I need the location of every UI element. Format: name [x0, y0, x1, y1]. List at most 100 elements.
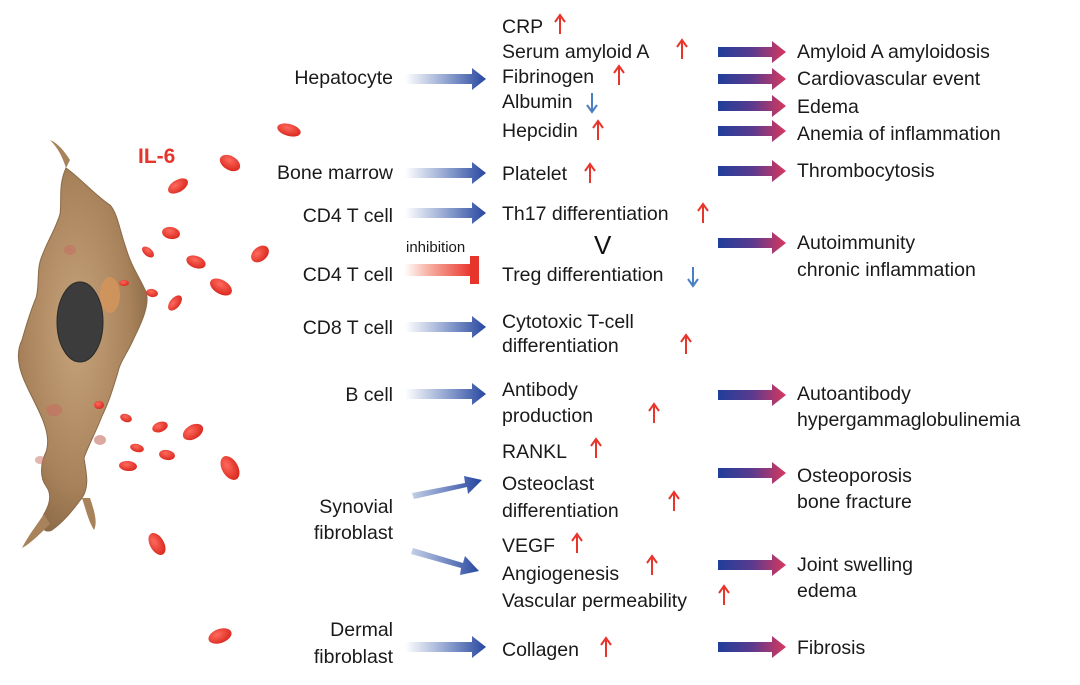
mediator-treg: Treg differentiation	[502, 264, 664, 286]
il6-droplet	[119, 460, 137, 472]
il6-label: IL-6	[138, 145, 175, 168]
source-cd4-t-cell-inhibited: CD4 T cell	[303, 264, 393, 286]
outcome-autoimmunity: Autoimmunity	[797, 232, 915, 254]
source-synovial-line2: fibroblast	[314, 522, 394, 544]
up-arrow-icon	[613, 64, 625, 85]
il6-droplet	[94, 401, 104, 409]
outcome-edema: Edema	[797, 96, 859, 118]
mediator-serum-amyloid-a: Serum amyloid A	[502, 41, 649, 63]
arrow-to-osteoporosis	[718, 462, 786, 484]
up-arrow-icon	[584, 162, 596, 183]
cell-process	[22, 514, 50, 548]
outcome-fibrosis: Fibrosis	[797, 637, 866, 659]
arrow-to-anemia	[718, 120, 786, 142]
arrow-dermal	[405, 636, 486, 658]
arrow-to-autoimmunity	[718, 232, 786, 254]
arrow-b-cell	[405, 383, 486, 405]
arrow-to-cardiovascular	[718, 68, 786, 90]
cell-process	[82, 498, 96, 530]
up-arrow-icon	[648, 402, 660, 423]
arrow-to-fibrosis	[718, 636, 786, 658]
il6-droplet	[148, 533, 166, 555]
mediator-antibody-line2: production	[502, 405, 593, 427]
mediator-albumin: Albumin	[502, 91, 572, 113]
outcome-anemia: Anemia of inflammation	[797, 123, 1001, 145]
up-arrow-icon	[646, 554, 658, 575]
up-arrow-icon	[600, 636, 612, 657]
mediator-th17: Th17 differentiation	[502, 203, 669, 225]
up-arrow-icon	[668, 490, 680, 511]
up-arrow-icon	[592, 119, 604, 140]
source-synovial-line1: Synovial	[319, 496, 393, 518]
il6-droplet	[130, 443, 144, 453]
arrow-cd8	[405, 316, 486, 338]
source-dermal-line1: Dermal	[330, 619, 393, 641]
mediator-rankl: RANKL	[502, 441, 567, 463]
arrow-to-joint-swelling	[718, 554, 786, 576]
arrow-to-thrombocytosis	[718, 160, 786, 182]
il6-droplet	[168, 295, 182, 311]
il6-droplet	[251, 245, 269, 263]
up-arrow-icon	[590, 437, 602, 458]
il6-droplet	[162, 226, 180, 240]
mediator-osteoclast-line1: Osteoclast	[502, 473, 595, 495]
il6-droplets	[94, 123, 301, 644]
arrow-to-amyloidosis	[718, 41, 786, 63]
cell-granule	[35, 456, 45, 464]
mediator-cytotoxic-line1: Cytotoxic T-cell	[502, 311, 634, 333]
outcome-bone-fracture: bone fracture	[797, 491, 912, 513]
arrow-cd4-th17	[405, 202, 486, 224]
mediator-hepcidin: Hepcidin	[502, 120, 578, 142]
mediator-vascular-permeability: Vascular permeability	[502, 590, 687, 612]
arrow-bone-marrow	[405, 162, 486, 184]
mediator-crp: CRP	[502, 16, 543, 38]
arrow-to-autoantibody	[718, 384, 786, 406]
inhibition-label: inhibition	[406, 239, 465, 256]
il6-droplet	[119, 280, 129, 286]
secreting-cell	[17, 140, 148, 548]
arrow-hepatocyte	[405, 68, 486, 90]
cell-granule	[100, 277, 120, 313]
il6-droplet	[168, 178, 188, 194]
il6-droplet	[120, 413, 132, 423]
outcome-edema-joint: edema	[797, 580, 857, 602]
source-arrows	[405, 68, 486, 658]
il6-droplet	[186, 255, 206, 269]
cell-granule	[64, 245, 76, 255]
source-labels: Hepatocyte Bone marrow CD4 T cell CD4 T …	[277, 67, 394, 668]
arrow-synovial-osteoclast	[412, 476, 482, 499]
source-cd8-t-cell: CD8 T cell	[303, 317, 393, 339]
up-arrow-icon	[718, 584, 730, 605]
up-arrow-icon	[676, 38, 688, 59]
il6-droplet	[210, 278, 232, 296]
il6-droplet	[159, 449, 175, 461]
source-b-cell: B cell	[345, 384, 393, 406]
il6-droplet	[208, 628, 232, 644]
il6-droplet	[220, 456, 240, 480]
outcome-joint-swelling: Joint swelling	[797, 554, 913, 576]
cell-process	[50, 140, 70, 168]
outcome-hypergammaglobulinemia: hypergammaglobulinemia	[797, 409, 1020, 431]
outcome-labels: Amyloid A amyloidosis Cardiovascular eve…	[797, 41, 1020, 659]
outcome-arrows	[718, 41, 786, 658]
outcome-cardiovascular: Cardiovascular event	[797, 68, 981, 90]
arrow-synovial-angiogenesis	[411, 548, 479, 575]
outcome-thrombocytosis: Thrombocytosis	[797, 160, 935, 182]
il6-droplet	[277, 123, 301, 137]
il6-droplet	[142, 246, 154, 258]
mediator-platelet: Platelet	[502, 163, 568, 185]
source-bone-marrow: Bone marrow	[277, 162, 394, 184]
il6-droplet	[146, 288, 158, 298]
mediator-cytotoxic-line2: differentiation	[502, 335, 619, 357]
cell-granule	[94, 435, 106, 445]
il6-droplet	[219, 154, 241, 172]
down-arrow-icon	[687, 267, 699, 288]
up-arrow-icon	[571, 532, 583, 553]
comparison-symbol: V	[594, 230, 612, 260]
down-arrow-icon	[586, 93, 598, 114]
cell-nucleus	[56, 281, 104, 363]
cell-granule	[46, 404, 62, 416]
mediator-antibody-line1: Antibody	[502, 379, 578, 401]
mediator-fibrinogen: Fibrinogen	[502, 66, 594, 88]
